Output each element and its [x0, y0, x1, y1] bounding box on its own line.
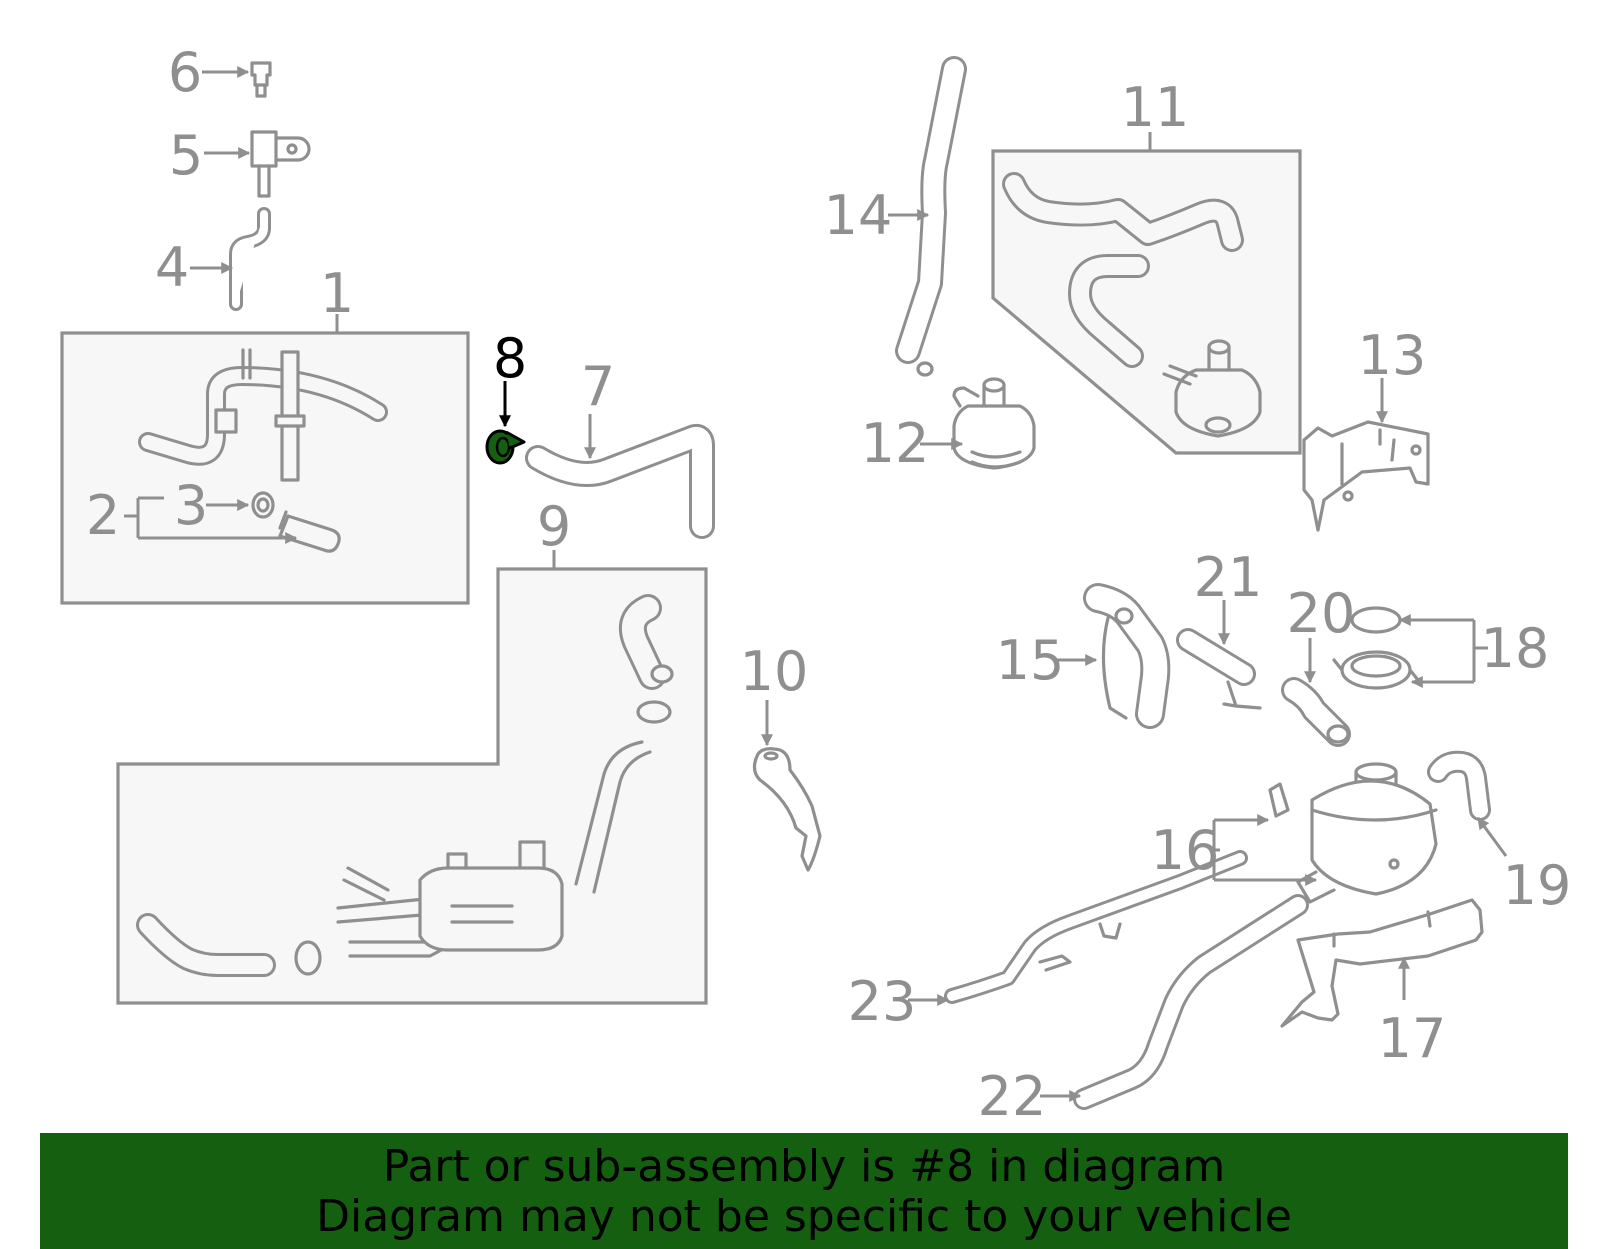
callout-15: 15 — [996, 629, 1065, 692]
callout-9: 9 — [537, 495, 571, 558]
callout-21: 21 — [1194, 546, 1263, 609]
callout-13: 13 — [1358, 324, 1427, 387]
callout-16: 16 — [1151, 819, 1220, 882]
callout-7: 7 — [581, 355, 615, 418]
callout-20: 20 — [1287, 582, 1356, 645]
callout-22: 22 — [978, 1065, 1047, 1128]
callout-19: 19 — [1503, 854, 1572, 917]
part-3-o-ring[interactable] — [251, 491, 275, 519]
callout-17: 17 — [1378, 1007, 1447, 1070]
part-11-pump-assembly[interactable] — [1002, 172, 1262, 438]
callout-6: 6 — [168, 41, 202, 104]
callout-4: 4 — [155, 236, 189, 299]
part-1-hose-assembly[interactable] — [138, 348, 388, 482]
part-17-bracket[interactable] — [1280, 898, 1484, 1028]
leader-lines — [124, 66, 1508, 1102]
banner-line-2: Diagram may not be specific to your vehi… — [316, 1191, 1292, 1242]
callout-2: 2 — [86, 484, 120, 547]
part-10-bracket[interactable] — [752, 747, 822, 872]
part-13-bracket[interactable] — [1302, 420, 1430, 532]
callout-18: 18 — [1481, 617, 1550, 680]
parts-diagram: 1 2 3 4 5 6 7 8 9 10 11 12 13 14 15 16 1… — [60, 41, 1572, 1128]
part-8-hose-clamp[interactable] — [485, 429, 526, 465]
callout-3: 3 — [174, 474, 208, 537]
callout-10: 10 — [740, 640, 809, 703]
callout-1: 1 — [320, 262, 354, 325]
part-16-reservoir-tank[interactable] — [1268, 762, 1438, 904]
part-9-pipe-assembly[interactable] — [136, 594, 674, 977]
part-2-sensor[interactable] — [278, 510, 341, 553]
callout-11: 11 — [1121, 76, 1190, 139]
callout-5: 5 — [169, 124, 203, 187]
info-banner: Part or sub-assembly is #8 in diagram Di… — [40, 1133, 1568, 1249]
callout-12: 12 — [861, 412, 930, 475]
callout-23: 23 — [848, 970, 917, 1033]
part-6-plug[interactable] — [250, 61, 272, 98]
banner-line-1: Part or sub-assembly is #8 in diagram — [382, 1141, 1226, 1192]
callout-14: 14 — [824, 184, 893, 247]
part-12-water-pump[interactable] — [952, 377, 1036, 470]
callout-8-highlighted[interactable]: 8 — [493, 327, 527, 390]
part-5-connector[interactable] — [250, 130, 311, 198]
